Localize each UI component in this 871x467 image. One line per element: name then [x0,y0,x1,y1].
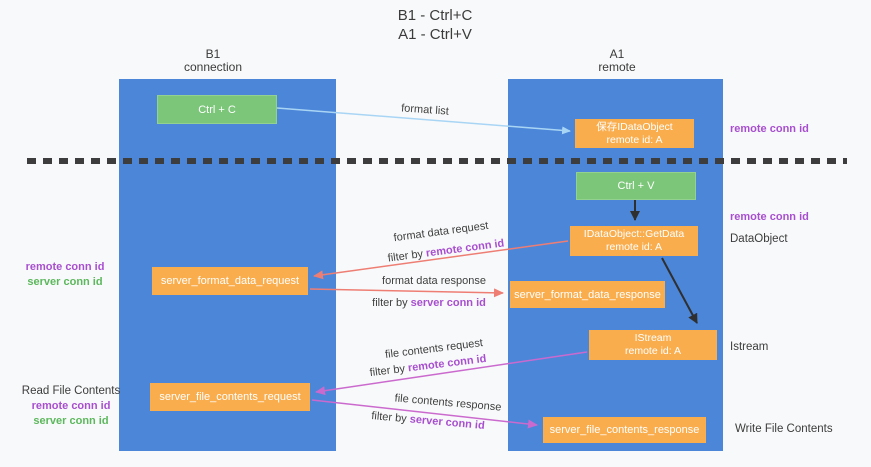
node-sfdreq-label: server_format_data_request [160,275,300,287]
left-remote-conn-id-bottom: remote conn id [31,400,111,412]
filter-by-text: filter by [387,248,424,265]
node-ctrl-v: Ctrl + V [576,172,696,200]
right-remote-conn-id-top: remote conn id [730,123,809,135]
filter-by-text: filter by [369,362,406,380]
node-server-file-contents-response: server_file_contents_response [543,417,706,443]
remote-conn-id-text: remote conn id [425,237,505,260]
left-conn-id-stack-top: remote conn id server conn id [15,260,115,290]
node-saved-dataobject-line2: remote id: A [606,133,663,146]
right-istream-label: Istream [730,341,769,353]
left-conn-id-stack-bottom: Read File Contents remote conn id server… [21,384,121,429]
node-saved-dataobject: 保存IDataObject remote id: A [575,119,694,148]
right-write-file-contents-label: Write File Contents [735,423,833,435]
title-line-2: A1 - Ctrl+V [398,26,472,43]
node-idataobject-getdata: IDataObject::GetData remote id: A [570,226,698,256]
node-sfdresp-label: server_format_data_response [514,288,661,301]
right-dataobject-label: DataObject [730,233,788,245]
diagram-title: B1 - Ctrl+C A1 - Ctrl+V [330,6,540,44]
left-server-conn-id-top: server conn id [27,276,103,288]
label-file-contents-response: file contents response [394,392,502,414]
left-column-role: connection [183,60,243,74]
filter-by-text: filter by [370,410,408,426]
right-column-name: A1 [609,47,625,61]
node-ctrl-c-label: Ctrl + C [198,103,236,116]
label-format-data-response: format data response [382,275,486,287]
node-getdata-line1: IDataObject::GetData [583,228,685,240]
label-format-data-response-filter: filter by server conn id [372,297,486,309]
right-remote-conn-id-mid: remote conn id [730,211,809,223]
filter-by-text: filter by [372,297,408,309]
node-istream-line2: remote id: A [624,345,682,357]
node-istream: IStream remote id: A [589,330,717,360]
node-server-format-data-response: server_format_data_response [510,281,665,308]
dashed-divider-line [27,158,847,164]
left-column-header: B1 connection [153,48,273,74]
node-sfcreq-label: server_file_contents_request [159,391,301,403]
read-file-contents-label: Read File Contents [21,385,121,397]
right-column-header: A1 remote [557,48,677,74]
server-conn-id-text: server conn id [410,297,486,309]
node-sfcresp-label: server_file_contents_response [549,424,700,436]
left-server-conn-id-bottom: server conn id [33,415,109,427]
left-column-name: B1 [205,47,221,61]
right-column-role: remote [598,60,636,74]
label-format-list: format list [400,102,450,118]
node-getdata-line2: remote id: A [605,241,663,253]
label-file-contents-response-filter: filter by server conn id [371,410,485,432]
node-ctrl-c: Ctrl + C [157,95,277,124]
arrow-format-data-response [309,288,504,298]
node-server-file-contents-request: server_file_contents_request [150,383,310,411]
node-istream-line1: IStream [634,332,672,344]
title-line-1: B1 - Ctrl+C [397,7,473,24]
node-saved-dataobject-line1: 保存IDataObject [596,120,673,133]
node-ctrl-v-label: Ctrl + V [617,180,655,192]
node-server-format-data-request: server_format_data_request [152,267,308,295]
server-conn-id-text: server conn id [409,413,486,432]
left-remote-conn-id-top: remote conn id [25,261,105,273]
